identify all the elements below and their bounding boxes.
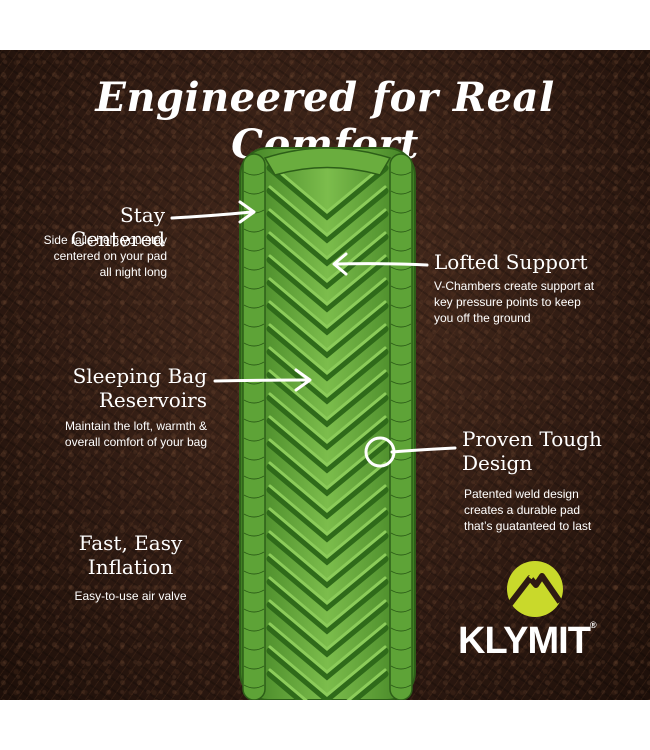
sleeping-bag-desc: Maintain the loft, warmth & overall comf… [20, 418, 207, 450]
proven-tough-line-3: that’s guatanteed to last [464, 519, 592, 533]
proven-tough-heading-1: Proven Tough [462, 427, 602, 451]
proven-tough-heading-2: Design [462, 451, 533, 475]
sleeping-bag-arrow [213, 378, 310, 383]
lofted-support-line-1: V-Chambers create support at [434, 279, 595, 293]
stay-centered-desc: Side rails help you stay centered on you… [20, 232, 167, 280]
fast-easy-line-1: Easy-to-use air valve [74, 589, 187, 603]
brand-name: KLYMIT [458, 620, 591, 662]
stay-centered-line-2: centered on your pad [53, 249, 167, 263]
fast-easy-heading-1: Fast, Easy [78, 531, 183, 555]
callout-arrows [170, 200, 457, 468]
sleeping-pad-image [239, 147, 416, 700]
stay-centered-line-3: all night long [99, 265, 167, 279]
sleeping-bag-heading-1: Sleeping Bag [72, 364, 207, 388]
lofted-support-line-2: key pressure points to keep [434, 295, 581, 309]
hero-panel: Engineered for Real Comfort [0, 50, 650, 700]
sleeping-bag-heading: Sleeping Bag Reservoirs [20, 364, 207, 412]
registered-mark: ® [589, 620, 597, 630]
proven-tough-pointer [390, 446, 457, 454]
fast-easy-heading-2: Inflation [87, 555, 174, 579]
proven-tough-line-1: Patented weld design [464, 487, 579, 501]
lofted-support-desc: V-Chambers create support at key pressur… [434, 278, 639, 326]
page-title: Engineered for Real Comfort [95, 74, 555, 168]
proven-tough-desc: Patented weld design creates a durable p… [464, 486, 644, 534]
sleeping-bag-line-1: Maintain the loft, warmth & [64, 419, 207, 433]
brand-logo: KLYMIT® [458, 620, 608, 663]
lofted-support-line-3: you off the ground [434, 311, 531, 325]
fast-easy-desc: Easy-to-use air valve [58, 588, 203, 604]
sleeping-bag-heading-2: Reservoirs [98, 388, 207, 412]
stay-centered-line-1: Side rails help you stay [43, 233, 167, 247]
stay-centered-arrow [170, 210, 254, 220]
fast-easy-heading: Fast, Easy Inflation [58, 531, 203, 579]
lofted-support-heading: Lofted Support [434, 250, 588, 274]
stay-centered-heading: Stay Centered [70, 203, 165, 251]
sleeping-bag-line-2: overall comfort of your bag [64, 435, 207, 449]
mountain-circle-icon [507, 561, 563, 617]
proven-tough-heading: Proven Tough Design [462, 427, 642, 475]
lofted-support-arrow [334, 262, 429, 267]
proven-tough-line-2: creates a durable pad [464, 503, 581, 517]
